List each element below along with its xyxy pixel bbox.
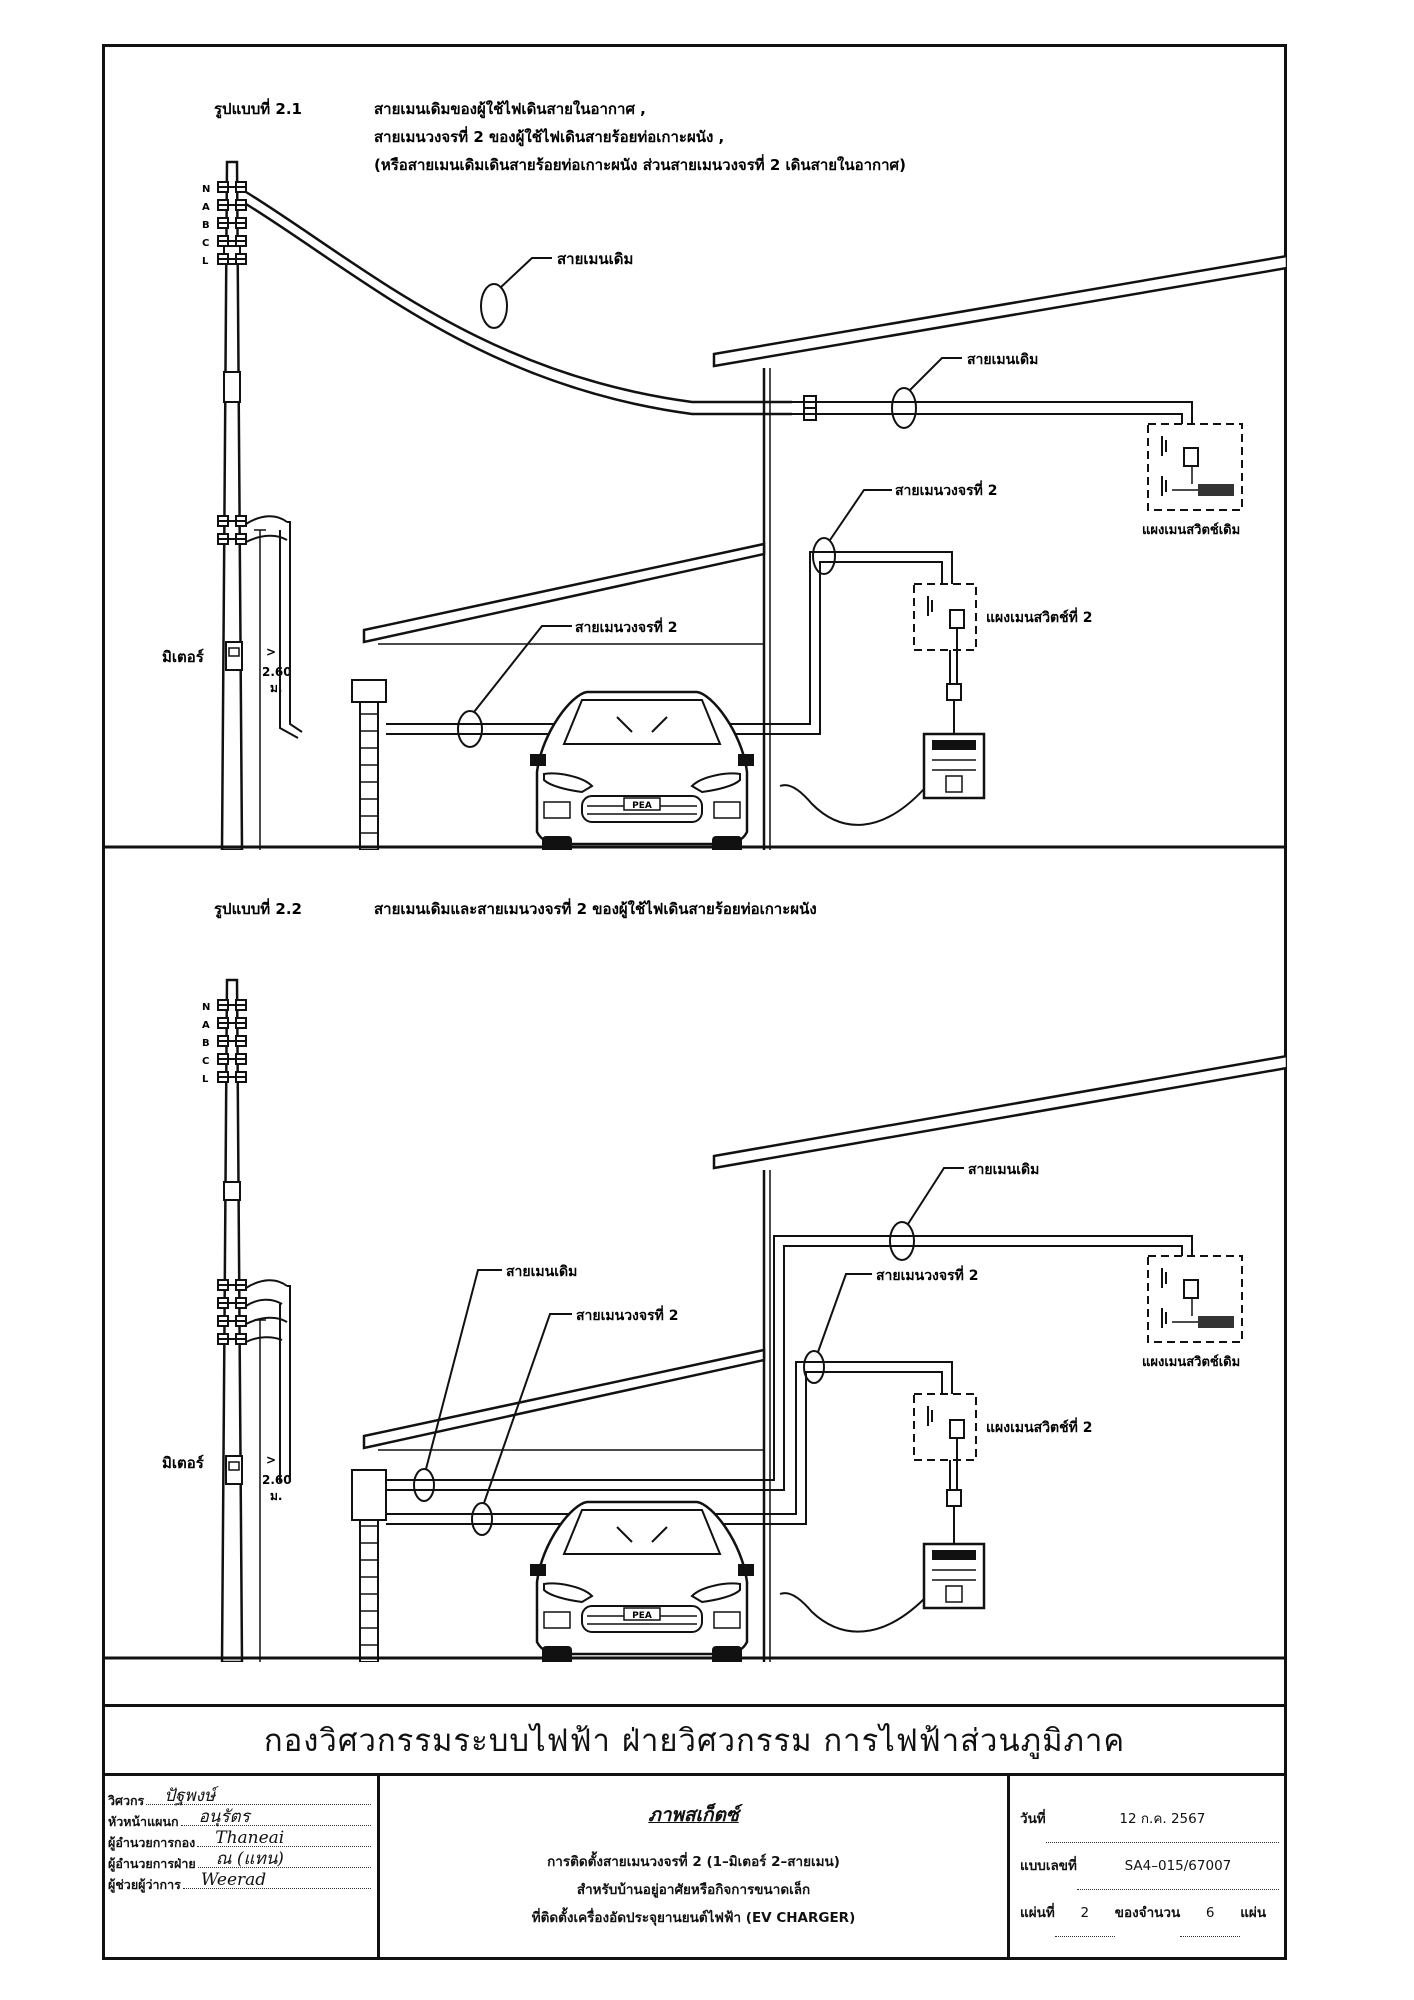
height-dimension: > 2.60 ม. bbox=[254, 1319, 292, 1662]
label-circuit2-panel: แผงเมนสวิตช์ที่ 2 bbox=[986, 1417, 1093, 1436]
height-value: 2.60 bbox=[262, 665, 292, 679]
utility-pole: N A B C L bbox=[202, 160, 288, 850]
signature: อนุรัตร bbox=[198, 1807, 250, 1827]
signature-row: วิศวกร ปัฐพงษ์ bbox=[108, 1786, 371, 1811]
overhead-main-cable bbox=[245, 190, 792, 404]
drawing-number-row: แบบเลขที่ SA4–015/67007 bbox=[1020, 1843, 1279, 1890]
sheet-label: แผ่นที่ bbox=[1020, 1905, 1055, 1921]
phase-letter: N bbox=[202, 1002, 210, 1013]
date-row: วันที่ 12 ก.ค. 2567 bbox=[1020, 1796, 1279, 1843]
title-line-1: สายเมนเดิมของผู้ใช้ไฟเดินสายในอากาศ , bbox=[374, 99, 646, 119]
ev-charger-icon bbox=[779, 732, 986, 826]
drawing-number-label: แบบเลขที่ bbox=[1020, 1858, 1077, 1874]
phase-letter: L bbox=[202, 256, 209, 267]
of-label: ของจำนวน bbox=[1114, 1905, 1181, 1921]
drawing-line-1: การติดตั้งสายเมนวงจรที่ 2 (1–มิเตอร์ 2–ส… bbox=[547, 1854, 840, 1870]
signature-role: ผู้อำนวยการฝ่าย bbox=[108, 1856, 196, 1871]
signature: Weerad bbox=[200, 1870, 267, 1890]
label-existing-panel: แผงเมนสวิตช์เดิม bbox=[1142, 522, 1240, 538]
label-existing-main-left: สายเมนเดิม bbox=[506, 1264, 577, 1280]
signature: ปัฐพงษ์ bbox=[164, 1786, 216, 1806]
diagram-2-1: รูปแบบที่ 2.1 สายเมนเดิมของผู้ใช้ไฟเดินส… bbox=[102, 98, 1287, 850]
signature: ณ (แทน) bbox=[215, 1849, 284, 1869]
drawing-description: ภาพสเก็ตซ์ การติดตั้งสายเมนวงจรที่ 2 (1–… bbox=[380, 1776, 1010, 1960]
height-value: 2.60 bbox=[262, 1473, 292, 1487]
existing-main-panel bbox=[1147, 1255, 1243, 1343]
car-icon: PEA bbox=[528, 1500, 756, 1662]
drawing-line-2: สำหรับบ้านอยู่อาศัยหรือกิจการขนาดเล็ก bbox=[576, 1882, 811, 1898]
label-circuit2-panel: แผงเมนสวิตช์ที่ 2 bbox=[986, 607, 1093, 626]
phase-letter: N bbox=[202, 184, 210, 195]
car-plate: PEA bbox=[632, 801, 652, 811]
house-roof bbox=[712, 1054, 1287, 1170]
sheets-label: แผ่น bbox=[1240, 1905, 1267, 1921]
svg-text:>: > bbox=[266, 1453, 276, 1467]
car-icon: PEA bbox=[528, 690, 756, 850]
drawing-info: วันที่ 12 ก.ค. 2567 แบบเลขที่ SA4–015/67… bbox=[1010, 1776, 1287, 1960]
phase-letter: C bbox=[202, 1056, 209, 1067]
label-existing-main-overhead: สายเมนเดิม bbox=[557, 250, 633, 268]
department-title: กองวิศวกรรมระบบไฟฟ้า ฝ่ายวิศวกรรม การไฟฟ… bbox=[263, 1723, 1126, 1759]
carport-roof bbox=[362, 542, 766, 644]
height-unit: ม. bbox=[270, 1489, 282, 1503]
label-existing-panel: แผงเมนสวิตช์เดิม bbox=[1142, 1354, 1240, 1370]
signature-row: ผู้อำนวยการฝ่าย ณ (แทน) bbox=[108, 1849, 371, 1874]
drawing-heading: ภาพสเก็ตซ์ bbox=[648, 1804, 739, 1826]
label-existing-main-wall: สายเมนเดิม bbox=[967, 352, 1038, 368]
department-title-row: กองวิศวกรรมระบบไฟฟ้า ฝ่ายวิศวกรรม การไฟฟ… bbox=[102, 1704, 1287, 1776]
panel-2-2: รูปแบบที่ 2.2 สายเมนเดิมและสายเมนวงจรที่… bbox=[102, 850, 1287, 1662]
signature-row: ผู้ช่วยผู้ว่าการ Weerad bbox=[108, 1870, 371, 1895]
signature-role: หัวหน้าแผนก bbox=[108, 1814, 179, 1829]
title-line-3: (หรือสายเมนเดิมเดินสายร้อยท่อเกาะผนัง ส่… bbox=[374, 154, 906, 174]
signature-row: หัวหน้าแผนก อนุรัตร bbox=[108, 1807, 371, 1832]
meter-label: มิเตอร์ bbox=[162, 1454, 205, 1472]
drawing-frame bbox=[102, 44, 1287, 1960]
meter-label: มิเตอร์ bbox=[162, 648, 205, 666]
ev-charger-icon bbox=[779, 1542, 986, 1633]
label-circuit2-main-upper: สายเมนวงจรที่ 2 bbox=[895, 480, 997, 499]
height-dimension: > 2.60 ม. bbox=[254, 529, 292, 850]
label-circuit2-main-lower: สายเมนวงจรที่ 2 bbox=[575, 617, 677, 636]
date-label: วันที่ bbox=[1020, 1811, 1046, 1827]
utility-pole: N A B C L bbox=[202, 978, 288, 1662]
house-roof bbox=[712, 254, 1287, 368]
existing-main-panel bbox=[1147, 423, 1243, 511]
carport-roof bbox=[362, 1348, 766, 1450]
sheet-value: 2 bbox=[1054, 1890, 1115, 1937]
circuit2-main-panel bbox=[913, 1393, 977, 1544]
title-line-1: สายเมนเดิมและสายเมนวงจรที่ 2 ของผู้ใช้ไฟ… bbox=[374, 898, 817, 919]
total-sheets-value: 6 bbox=[1180, 1890, 1241, 1937]
phase-letter: B bbox=[202, 220, 210, 231]
circuit2-main-panel bbox=[913, 583, 977, 734]
signature-role: ผู้อำนวยการกอง bbox=[108, 1835, 196, 1850]
signature-role: วิศวกร bbox=[108, 1793, 145, 1808]
phase-letter: A bbox=[202, 1020, 210, 1031]
date-value: 12 ก.ค. 2567 bbox=[1045, 1796, 1279, 1843]
signature-block: วิศวกร ปัฐพงษ์ หัวหน้าแผนก อนุรัตร ผู้อำ… bbox=[102, 1776, 380, 1960]
drawing-number-value: SA4–015/67007 bbox=[1076, 1843, 1279, 1890]
phase-letter: L bbox=[202, 1074, 209, 1085]
title-prefix: รูปแบบที่ 2.2 bbox=[214, 898, 302, 919]
phase-letter: A bbox=[202, 202, 210, 213]
label-existing-main-wall: สายเมนเดิม bbox=[968, 1162, 1039, 1178]
signature: Thaneai bbox=[215, 1828, 285, 1848]
car-plate: PEA bbox=[632, 1611, 652, 1621]
phase-letter: C bbox=[202, 238, 209, 249]
sheet-row: แผ่นที่ 2 ของจำนวน 6 แผ่น bbox=[1020, 1890, 1279, 1937]
label-circuit2-main-left: สายเมนวงจรที่ 2 bbox=[576, 1305, 678, 1324]
diagram-2-2: รูปแบบที่ 2.2 สายเมนเดิมและสายเมนวงจรที่… bbox=[102, 898, 1287, 1662]
title-line-2: สายเมนวงจรที่ 2 ของผู้ใช้ไฟเดินสายร้อยท่… bbox=[374, 126, 724, 147]
title-block: วิศวกร ปัฐพงษ์ หัวหน้าแผนก อนุรัตร ผู้อำ… bbox=[102, 1776, 1287, 1960]
signature-row: ผู้อำนวยการกอง Thaneai bbox=[108, 1828, 371, 1853]
label-circuit2-main-upper: สายเมนวงจรที่ 2 bbox=[876, 1265, 978, 1284]
signature-role: ผู้ช่วยผู้ว่าการ bbox=[108, 1877, 181, 1892]
phase-letter: B bbox=[202, 1038, 210, 1049]
panel-2-1: รูปแบบที่ 2.1 สายเมนเดิมของผู้ใช้ไฟเดินส… bbox=[102, 44, 1287, 850]
svg-text:>: > bbox=[266, 645, 276, 659]
title-prefix: รูปแบบที่ 2.1 bbox=[214, 98, 302, 119]
drawing-line-3: ที่ติดตั้งเครื่องอัดประจุยานยนต์ไฟฟ้า (E… bbox=[531, 1910, 856, 1926]
